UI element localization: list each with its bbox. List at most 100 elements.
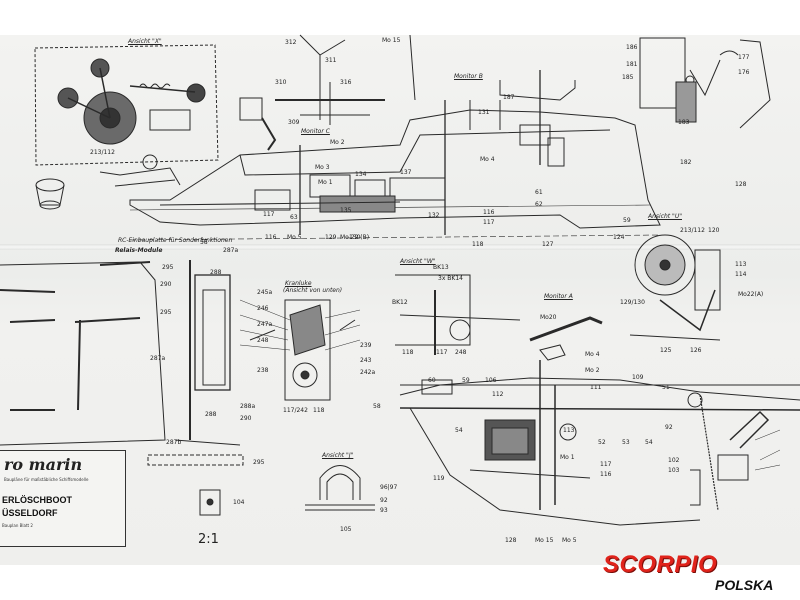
n213-112b-label: 213/112 [90,149,115,156]
n117c-label: 117 [263,211,275,218]
view-u [629,234,721,341]
n248-label: 248 [257,337,269,344]
n177-label: 177 [738,54,750,61]
n58b-label: 58 [200,239,208,246]
n181-label: 181 [626,61,638,68]
n118b-label: 118 [402,349,414,356]
view-w-label: Ansicht "W" [400,258,436,265]
n112-label: 112 [492,391,504,398]
polska-logo: POLSKA [715,577,774,593]
n118c-label: 118 [472,241,484,248]
n126-label: 126 [690,347,702,354]
mo3-label: Mo 3 [315,164,330,171]
n114-label: 114 [735,271,747,278]
monitor-c-label: Monitor C [301,128,330,135]
bk13-label: BK13 [433,264,449,271]
n93-label: 93 [380,507,388,514]
n185-label: 185 [622,74,634,81]
n247a-label: 247a [257,321,273,328]
view-j [305,465,375,511]
piping-detail [239,34,416,151]
monitor-a-label: Monitor A [544,293,573,300]
n59-label: 59 [462,377,470,384]
n109-label: 109 [632,374,644,381]
n117d-label: 117 [483,219,495,226]
n295b-label: 295 [160,309,172,316]
view-w [395,274,521,355]
n288b-label: 288 [205,411,217,418]
n183-label: 183 [678,119,690,126]
n238-label: 238 [257,367,269,374]
n117-label: 117 [600,461,612,468]
n58-label: 58 [373,403,381,410]
romarin-logo: ro marin [4,455,83,474]
n316-label: 316 [340,79,352,86]
n186-label: 186 [626,44,638,51]
kranluke-label: Kranluke [285,280,312,287]
upper-hull [129,70,661,241]
rc-plate-label: RC-Einbauplatte für Sonderfunktionen [118,237,233,244]
mo5-lower-label: Mo 5 [562,537,577,544]
n239-label: 239 [360,342,372,349]
mo1-label: Mo 1 [318,179,333,186]
mo20-label: Mo20 [540,314,557,321]
title-line-1: ERLÖSCHBOOT [2,495,73,505]
n288-label: 288 [210,269,222,276]
view-x-detail [34,44,219,166]
n117-242-label: 117/242 [283,407,308,414]
n131-label: 131 [478,109,490,116]
cup-parts [35,154,181,210]
n116-label: 116 [600,471,612,478]
n290-label: 290 [240,415,252,422]
n111-label: 111 [590,384,602,391]
n309-label: 309 [288,119,300,126]
part-104 [199,489,221,516]
scorpio-logo: SCORPIO [603,551,718,578]
n59b-label: 59 [623,217,631,224]
n245a-label: 245a [257,289,273,296]
mo2-label: Mo 2 [330,139,345,146]
n54-label: 54 [645,439,653,446]
title-block: ro marin Baupläne für maßstäbliche Schif… [0,450,126,547]
n182-label: 182 [680,159,692,166]
n312-label: 312 [285,39,297,46]
n130-label: 130 [349,234,361,241]
n129-label: 129 [325,234,337,241]
n311-label: 311 [325,57,337,64]
lower-hull [399,360,800,526]
n288a-label: 288a [240,403,256,410]
n62-label: 62 [535,201,543,208]
scale-label: 2:1 [198,532,219,547]
sheet-fold [0,244,800,250]
n52-label: 52 [598,439,606,446]
n242a-label: 242a [360,369,376,376]
n295-label: 295 [162,264,174,271]
n134-label: 134 [355,171,367,178]
title-tagline: Baupläne für maßstäbliche Schiffsmodelle [4,477,89,482]
n290b-label: 290 [160,281,172,288]
n118-label: 118 [313,407,325,414]
n92-label: 92 [665,424,673,431]
n51-label: 51 [662,384,670,391]
n105-label: 105 [340,526,352,533]
mo4-label: Mo 4 [480,156,495,163]
n287a-label: 287a [223,247,239,254]
n295c-label: 295 [253,459,265,466]
n137-label: 137 [400,169,412,176]
n120-label: 120 [708,227,720,234]
n54b-label: 54 [455,427,463,434]
n287a-b-label: 287a [150,355,166,362]
top-right-detail [639,37,771,129]
frame-288 [174,260,241,446]
title-line-3: Bauplan Blatt 2 [2,523,33,528]
n63-label: 63 [290,214,298,221]
n243-label: 243 [360,357,372,364]
strip-295 [147,454,244,466]
mo2-lower-label: Mo 2 [585,367,600,374]
n96-97-label: 96|97 [380,484,398,491]
view-j-label: Ansicht "J" [322,452,354,459]
n213-112-label: 213/112 [680,227,705,234]
n176-label: 176 [738,69,750,76]
title-line-2: ÜSSELDORF [2,508,58,518]
n102-label: 102 [668,457,680,464]
